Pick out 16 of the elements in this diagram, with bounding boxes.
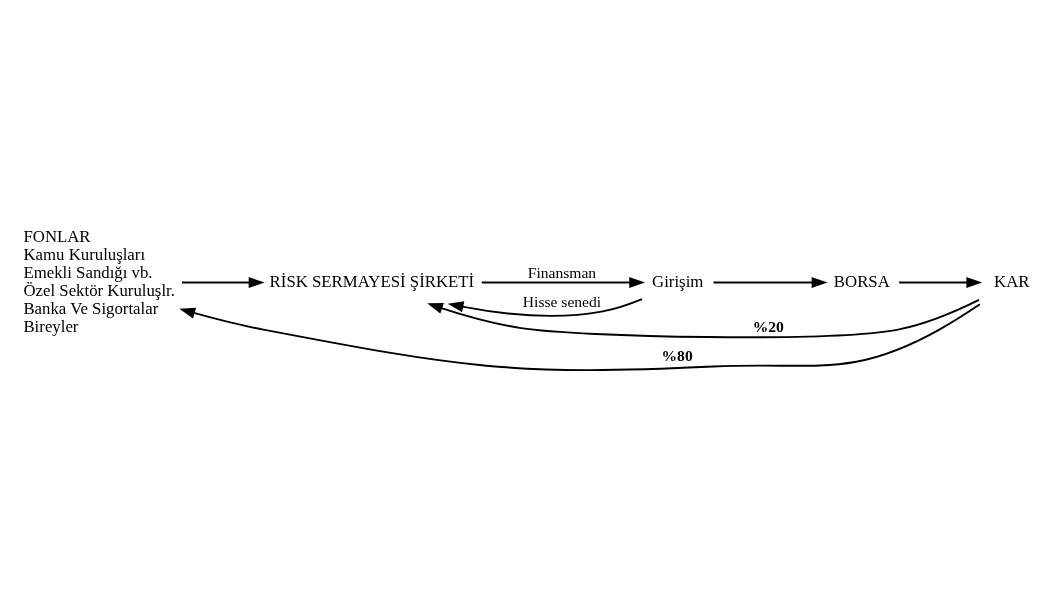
arrow: [179, 303, 981, 372]
arrow: [712, 277, 828, 289]
node-text: KAR: [994, 272, 1030, 292]
node-text: FONLAR Kamu Kuruluşları Emekli Sandığı vb. Özel Sektör Kuruluşlr. Banka Ve Sigortalar Bireyler: [23, 227, 175, 336]
arrow: [898, 277, 983, 289]
edge-label: Finansman: [527, 264, 597, 282]
node-text: Girişim: [652, 272, 704, 292]
edge-label: %80: [661, 347, 693, 365]
arrow: [181, 277, 265, 289]
arrow: [480, 277, 646, 289]
edge-label: Hisse senedi: [522, 293, 602, 311]
node-text: RİSK SERMAYESİ ŞİRKETİ: [269, 272, 475, 292]
arrow: [427, 298, 980, 339]
arrow: [447, 298, 643, 317]
edge-label: %20: [752, 318, 784, 336]
node-text: BORSA: [833, 272, 890, 292]
